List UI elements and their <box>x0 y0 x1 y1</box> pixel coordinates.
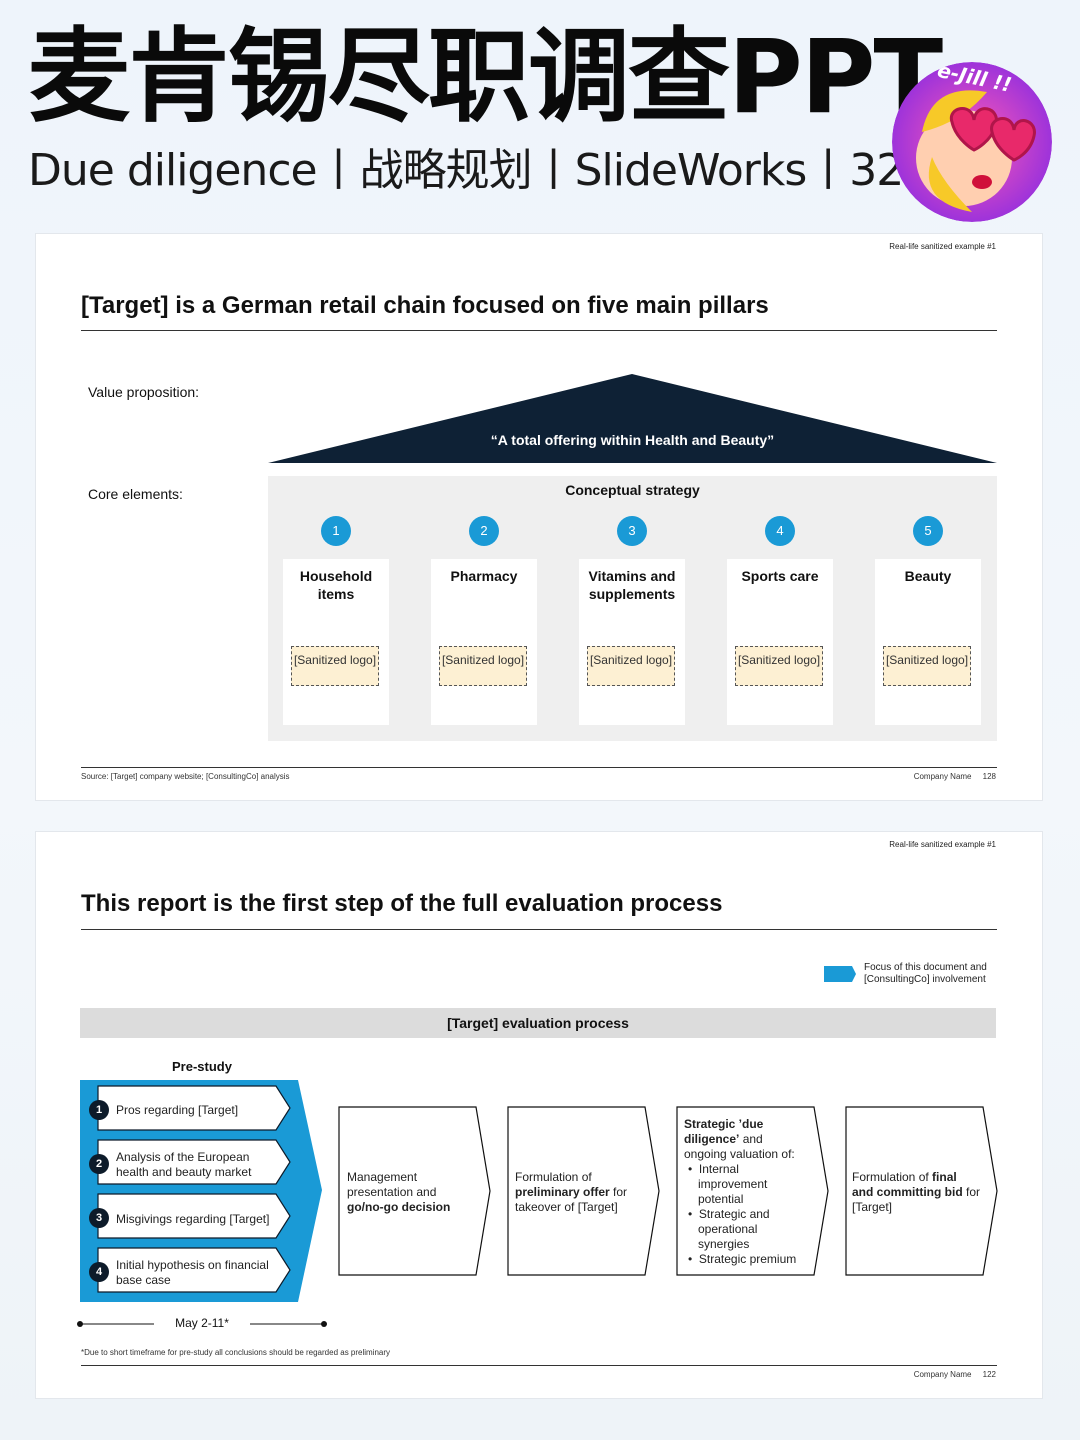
pillar-name: Beauty <box>904 568 952 584</box>
prestudy-label: Pre-study <box>172 1059 232 1074</box>
pillar-number: 1 <box>321 516 351 546</box>
pillar-name: Pharmacy <box>450 568 518 584</box>
item-number: 4 <box>89 1262 109 1282</box>
bullet-text: Strategic and operational synergies <box>698 1207 770 1251</box>
prestudy-chevron <box>80 1080 322 1302</box>
pillar-beauty: Beauty [Sanitized logo] <box>875 559 981 725</box>
bullet-text: Strategic premium <box>698 1252 797 1266</box>
legend-text: Focus of this document and [ConsultingCo… <box>864 962 987 985</box>
avatar: e-Jill !! <box>892 62 1052 222</box>
slide-pillars: Real-life sanitized example #1 [Target] … <box>36 234 1042 800</box>
step-text-bold: Strategic ’due diligence’ <box>684 1117 764 1146</box>
step-preliminary-offer: Formulation of preliminary offer for tak… <box>515 1170 639 1215</box>
slide-title: This report is the first step of the ful… <box>81 890 723 917</box>
conceptual-strategy-panel: Conceptual strategy 1 Household items [S… <box>268 476 997 741</box>
company-name: Company Name <box>913 772 972 781</box>
step-management: Management presentation and go/no-go dec… <box>347 1170 477 1215</box>
core-elements-label: Core elements: <box>88 486 183 502</box>
roof-shape <box>268 374 997 463</box>
pillar-sports-care: Sports care [Sanitized logo] <box>727 559 833 725</box>
roof-text: “A total offering within Health and Beau… <box>490 432 775 448</box>
sanitized-logo: [Sanitized logo] <box>439 646 527 686</box>
pillar-name: Sports care <box>741 568 819 584</box>
step-text: for [Target] <box>852 1185 981 1214</box>
process-steps <box>338 1106 998 1276</box>
process-band: [Target] evaluation process <box>80 1008 996 1038</box>
timeline-date: May 2-11* <box>154 1316 250 1330</box>
sanitized-logo: [Sanitized logo] <box>735 646 823 686</box>
sanitized-logo: [Sanitized logo] <box>291 646 379 686</box>
prestudy-item: Initial hypothesis on financial base cas… <box>116 1258 269 1287</box>
step-text: Formulation of <box>852 1170 933 1184</box>
step-text-bold: preliminary offer <box>515 1185 610 1199</box>
bullet-item: • Strategic and operational synergies <box>688 1207 770 1251</box>
pillar-number: 2 <box>469 516 499 546</box>
pillar-number: 3 <box>617 516 647 546</box>
footer-company: Company Name 122 <box>914 1370 996 1379</box>
step-text-bold: final and committing bid <box>852 1170 963 1199</box>
value-proposition-label: Value proposition: <box>88 384 200 400</box>
sanitized-logo: [Sanitized logo] <box>883 646 971 686</box>
slide-tag: Real-life sanitized example #1 <box>889 242 996 251</box>
page-subtitle: Due diligence丨战略规划丨SlideWorks丨329页 <box>28 145 974 196</box>
prestudy-item: Pros regarding [Target] <box>116 1103 239 1117</box>
pillar-name: Household items <box>299 568 373 602</box>
title-divider <box>81 330 997 331</box>
item-number: 2 <box>89 1154 109 1174</box>
panel-title: Conceptual strategy <box>565 482 700 498</box>
step-due-diligence: Strategic ’due diligence’ and ongoing va… <box>684 1117 806 1267</box>
pillar-name: Vitamins and supplements <box>588 568 676 602</box>
bullet-text: Internal improvement potential <box>698 1162 768 1206</box>
page-number: 128 <box>982 772 996 781</box>
title-divider <box>81 929 997 930</box>
step-text: Formulation of <box>515 1170 592 1184</box>
footer-divider <box>81 1365 997 1366</box>
page-title: 麦肯锡尽职调查PPT <box>28 18 943 137</box>
step-text: for takeover of [Target] <box>515 1185 628 1214</box>
sanitized-logo: [Sanitized logo] <box>587 646 675 686</box>
prestudy-item: Analysis of the European health and beau… <box>116 1150 252 1179</box>
prestudy-item: Misgivings regarding [Target] <box>116 1212 270 1226</box>
pillar-number: 4 <box>765 516 795 546</box>
step-text: and ongoing valuation of: <box>684 1132 795 1161</box>
footer-divider <box>81 767 997 768</box>
slide-tag: Real-life sanitized example #1 <box>889 840 996 849</box>
legend-swatch <box>824 966 856 982</box>
company-name: Company Name <box>913 1370 972 1379</box>
bullet-item: • Internal improvement potential <box>688 1162 768 1206</box>
footnote: *Due to short timeframe for pre-study al… <box>81 1348 391 1357</box>
step-text: Management presentation and <box>347 1170 437 1199</box>
step-final-bid: Formulation of final and committing bid … <box>852 1170 980 1215</box>
pillar-pharmacy: Pharmacy [Sanitized logo] <box>431 559 537 725</box>
item-number: 3 <box>89 1208 109 1228</box>
bullet-item: • Strategic premium <box>688 1252 797 1266</box>
item-number: 1 <box>89 1100 109 1120</box>
pillar-vitamins: Vitamins and supplements [Sanitized logo… <box>579 559 685 725</box>
step-text-bold: go/no-go decision <box>347 1200 451 1214</box>
pillar-household: Household items [Sanitized logo] <box>283 559 389 725</box>
slide-title: [Target] is a German retail chain focuse… <box>81 292 769 319</box>
page-number: 122 <box>982 1370 996 1379</box>
pillar-number: 5 <box>913 516 943 546</box>
slide-evaluation-process: Real-life sanitized example #1 This repo… <box>36 832 1042 1398</box>
source-note: Source: [Target] company website; [Consu… <box>81 772 290 781</box>
footer-company: Company Name 128 <box>914 772 996 781</box>
